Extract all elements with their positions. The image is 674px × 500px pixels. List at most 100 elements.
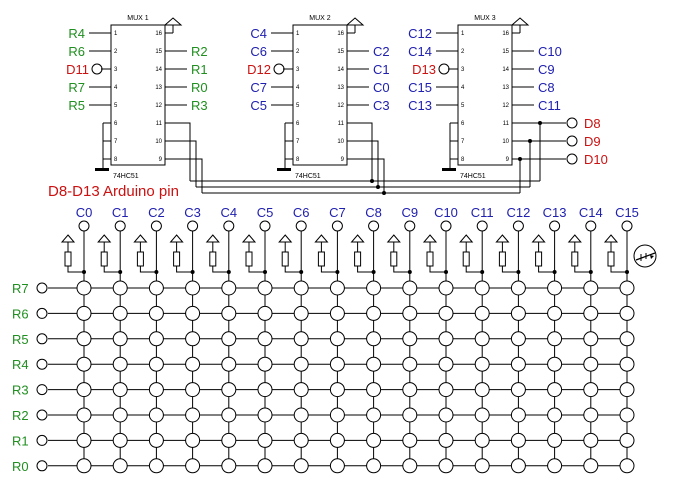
crosspoint-node: [293, 305, 309, 321]
resistor-wire: [501, 266, 519, 273]
resistor-wire: [320, 266, 338, 273]
resistor-wire: [465, 266, 483, 273]
crosspoint-node: [148, 305, 164, 321]
crosspoint-node: [547, 432, 563, 448]
pin-number-right: 14: [337, 67, 344, 73]
terminal-icon: [331, 220, 343, 232]
terminal-icon: [36, 384, 48, 396]
junction-dot: [335, 270, 340, 274]
crosspoint-node: [510, 280, 526, 296]
vcc-icon: [459, 234, 474, 243]
mux-left-label: C15: [408, 80, 432, 95]
column-label: C9: [401, 205, 418, 220]
mux-left-label: C5: [250, 98, 267, 113]
mux-right-label: C2: [373, 44, 390, 59]
pin-number-left: 1: [114, 31, 118, 37]
pin-number-right: 11: [156, 121, 163, 127]
crosspoint-node: [438, 458, 454, 474]
resistor-icon: [136, 251, 144, 267]
crosspoint-node: [76, 382, 92, 398]
mux-left-label: R4: [68, 26, 85, 41]
crosspoint-node: [112, 407, 128, 423]
column-label: C6: [293, 205, 310, 220]
crosspoint-node: [112, 356, 128, 372]
mux-right-label: C10: [538, 44, 562, 59]
crosspoint-node: [402, 432, 418, 448]
pin-number-left: 7: [461, 139, 465, 145]
arduino-output-label: D8: [584, 116, 601, 131]
crosspoint-node: [438, 356, 454, 372]
crosspoint-node: [366, 356, 382, 372]
crosspoint-node: [221, 280, 237, 296]
pin-number-left: 3: [114, 67, 118, 73]
resistor-wire: [212, 266, 229, 273]
pin-number-left: 7: [296, 139, 300, 145]
page-title: D8-D13 Arduino pin: [48, 183, 179, 200]
mux-right-label: C0: [373, 80, 390, 95]
mux-right-label: C8: [538, 80, 555, 95]
crosspoint-node: [76, 432, 92, 448]
pin-number-right: 11: [338, 121, 345, 127]
crosspoint-node: [148, 458, 164, 474]
mux-name: MUX 1: [127, 15, 149, 22]
mux-left-label: R5: [68, 98, 85, 113]
row-label: R6: [12, 306, 29, 321]
resistor-wire: [357, 266, 374, 273]
pin-number-right: 9: [341, 157, 345, 163]
crosspoint-node: [112, 331, 128, 347]
terminal-icon: [36, 358, 48, 370]
crosspoint-node: [547, 280, 563, 296]
resistor-icon: [245, 251, 253, 267]
pin-number-left: 5: [461, 103, 465, 109]
crosspoint-node: [112, 432, 128, 448]
crosspoint-node: [148, 356, 164, 372]
mux-name: MUX 2: [309, 15, 331, 22]
mux-left-label: C13: [408, 98, 432, 113]
mux-right-label: C9: [538, 62, 555, 77]
crosspoint-node: [148, 280, 164, 296]
terminal-icon: [36, 333, 48, 345]
pin-number-right: 13: [155, 85, 162, 91]
resistor-icon: [173, 251, 181, 267]
vcc-icon: [386, 234, 401, 243]
row-label: R4: [12, 357, 29, 372]
junction-dot: [625, 270, 629, 274]
column-label: C15: [615, 205, 639, 220]
column-label: C3: [184, 205, 201, 220]
junction-dot: [118, 270, 123, 274]
pin-number-left: 5: [296, 103, 300, 109]
terminal-icon: [404, 220, 416, 232]
junction-dot: [299, 270, 304, 274]
crosspoint-node: [293, 432, 309, 448]
junction-dot: [518, 157, 522, 161]
crosspoint-node: [329, 356, 345, 372]
junction-dot: [154, 270, 159, 274]
pin-number-right: 16: [502, 31, 509, 37]
row-label: R0: [12, 459, 29, 474]
crosspoint-node: [185, 458, 201, 474]
crosspoint-node: [366, 382, 382, 398]
column-label: C4: [220, 205, 237, 220]
terminal-icon: [273, 63, 285, 75]
vcc-icon: [350, 234, 365, 243]
terminal-icon: [114, 220, 126, 232]
junction-dot: [263, 270, 267, 274]
crosspoint-node: [583, 331, 599, 347]
terminal-icon: [36, 282, 48, 294]
crosspoint-node: [293, 280, 309, 296]
pin-number-right: 9: [506, 157, 510, 163]
crosspoint-node: [583, 356, 599, 372]
crosspoint-node: [366, 280, 382, 296]
mux-left-label: C4: [250, 26, 267, 41]
mux-right-label: R0: [191, 80, 208, 95]
select-line: [347, 140, 379, 187]
crosspoint-node: [221, 356, 237, 372]
crosspoint-node: [583, 382, 599, 398]
crosspoint-node: [257, 331, 273, 347]
select-line: [165, 122, 191, 181]
mux-left-label: R7: [68, 80, 85, 95]
crosspoint-node: [112, 280, 128, 296]
crosspoint-node: [438, 432, 454, 448]
